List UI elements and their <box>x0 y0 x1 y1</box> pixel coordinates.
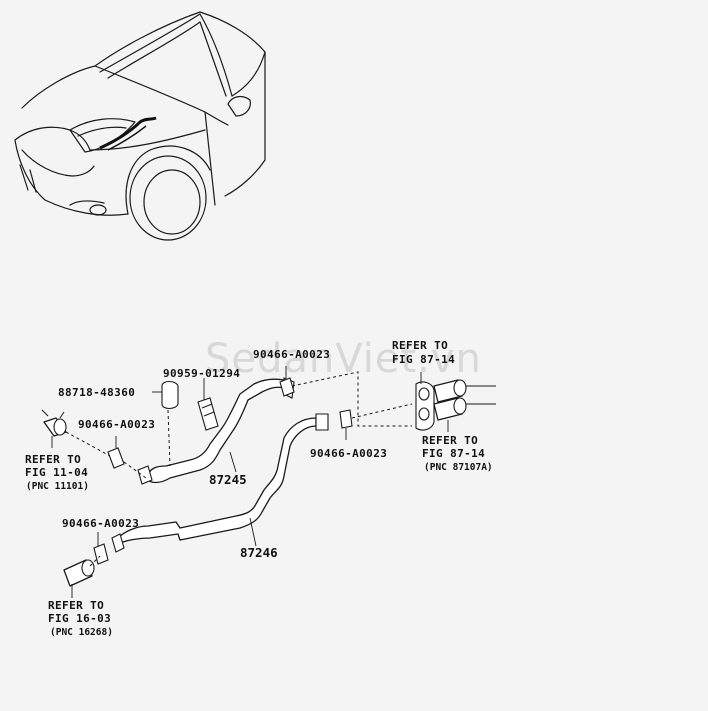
label-hose-87246: 87246 <box>240 545 278 560</box>
ref-lower-left-line2: FIG 16-03 <box>48 612 111 625</box>
ref-top-right-line1: REFER TO <box>392 339 448 352</box>
clamp-88718-48360 <box>152 380 179 467</box>
leader-87246 <box>249 517 257 547</box>
lower-pipe-and-clamp <box>63 532 109 598</box>
leader-87245 <box>229 451 237 473</box>
clamp-top-right <box>279 366 295 397</box>
ref-left-line2: FIG 11-04 <box>25 466 88 479</box>
label-clamp-top-right: 90466-A0023 <box>253 348 330 361</box>
ref-lower-left-line3: (PNC 16268) <box>50 627 113 638</box>
clamp-bottom-right <box>339 409 353 440</box>
hose-87246 <box>111 413 329 553</box>
ref-top-right-line2: FIG 87-14 <box>392 353 455 366</box>
heater-unit-connector <box>415 372 496 432</box>
car-front-illustration <box>14 11 266 241</box>
dashed-guide-lower <box>351 403 413 419</box>
label-clamp-bottom-right: 90466-A0023 <box>310 447 387 460</box>
ref-bottom-right-line2: FIG 87-14 <box>422 447 485 460</box>
ref-lower-left-line1: REFER TO <box>48 599 104 612</box>
label-clamp-left: 90466-A0023 <box>78 418 155 431</box>
ref-left-line1: REFER TO <box>25 453 81 466</box>
label-clip-90959: 90959-01294 <box>163 367 240 380</box>
hose-87245 <box>137 377 295 485</box>
ref-left-line3: (PNC 11101) <box>26 481 89 492</box>
label-clamp-88718: 88718-48360 <box>58 386 135 399</box>
ref-bottom-right-line3: (PNC 87107A) <box>424 462 493 473</box>
watermark-text: SedanViet.vn <box>205 336 482 382</box>
label-hose-87245: 87245 <box>209 472 247 487</box>
ref-bottom-right-line1: REFER TO <box>422 434 478 447</box>
clip-90959-01294 <box>197 378 219 431</box>
label-clamp-lower: 90466-A0023 <box>62 517 139 530</box>
left-pipe-and-clamp <box>41 409 147 479</box>
